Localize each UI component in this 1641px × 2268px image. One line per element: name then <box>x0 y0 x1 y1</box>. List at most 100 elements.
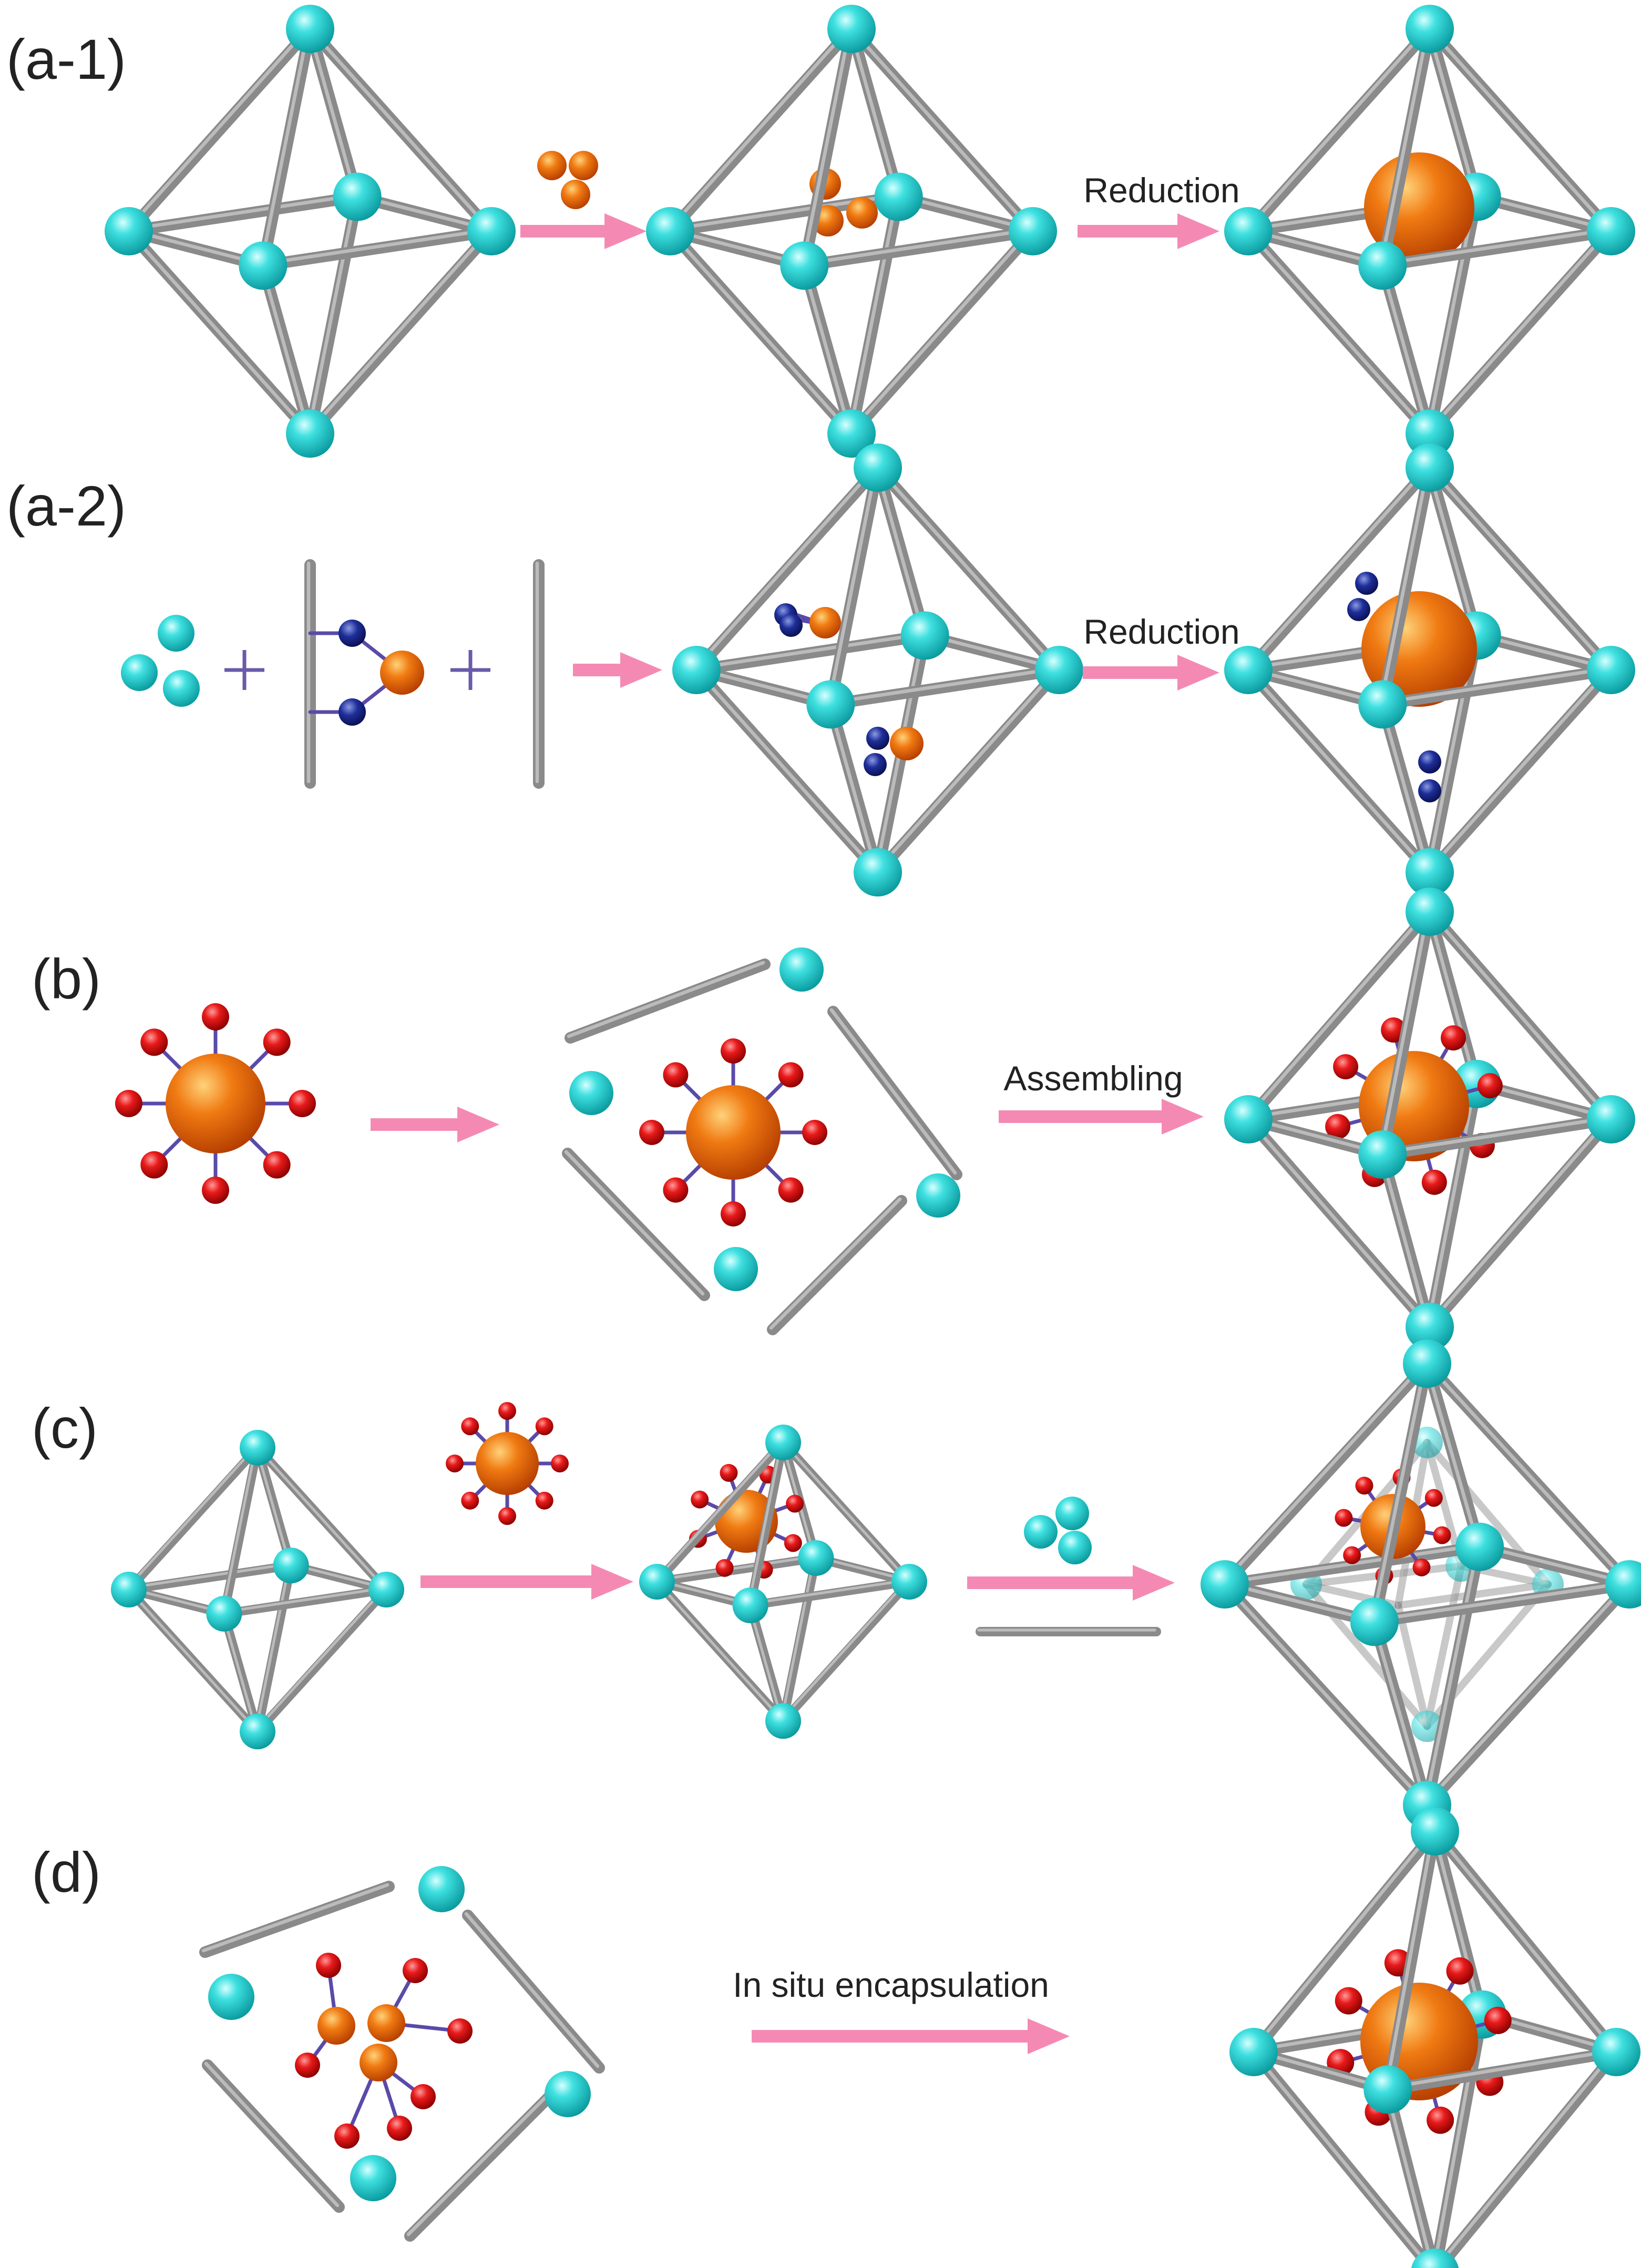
linker-rod-highlight <box>1245 666 1430 873</box>
linker-rod-highlight <box>1371 1618 1428 1806</box>
in-situ-encapsulation-label: In situ encapsulation <box>733 1965 1049 2004</box>
linker-rod-highlight <box>747 1439 783 1605</box>
linker-rod-highlight <box>125 193 358 232</box>
linker-rod <box>124 1561 296 1594</box>
linker-rod <box>253 1561 296 1736</box>
linker-rod-highlight <box>1426 666 1612 873</box>
ligand-oxygen-atom <box>461 1417 479 1436</box>
linker-rod <box>404 2088 558 2242</box>
linker-rod-highlight <box>801 25 852 266</box>
linker-rod <box>1377 906 1435 1161</box>
linker-rod-highlight <box>1431 1828 1617 2053</box>
ligand-oxygen-atom <box>1333 1054 1359 1079</box>
metal-node-sphere <box>646 207 694 255</box>
reaction-arrow <box>1083 655 1219 690</box>
ligand-oxygen-atom <box>1343 1546 1361 1564</box>
ligand-oxygen-atom <box>461 1491 479 1510</box>
octahedral-cage <box>105 5 516 458</box>
ligand-oxygen-atom <box>1325 1114 1351 1139</box>
linker-rod <box>691 462 884 676</box>
arrow-head <box>604 213 647 249</box>
metal-node-sphere <box>1406 848 1454 896</box>
linker-rod-highlight <box>306 25 492 232</box>
linker-rod-highlight <box>1426 25 1612 232</box>
linker-rod-highlight <box>1426 464 1477 636</box>
ligand-oxygen-atom <box>1335 1509 1353 1527</box>
ligand-oxygen-atom <box>202 1177 229 1204</box>
linker-rod-highlight <box>654 1439 783 1582</box>
disassembled-building-blocks <box>562 947 962 1335</box>
ligand-oxygen-atom <box>1433 1526 1451 1544</box>
arrow-shaft <box>520 225 610 238</box>
linker-rod-highlight <box>201 1883 389 1953</box>
panel-label-a1: (a-1) <box>6 27 126 91</box>
linker-rod <box>846 191 905 439</box>
metal-node-sphere <box>1224 646 1273 694</box>
linker-rod-highlight <box>126 1445 258 1590</box>
linker-rod <box>1421 1579 1635 1811</box>
metal-node-sphere <box>765 1425 801 1460</box>
metal-node-sphere <box>1201 1560 1249 1609</box>
linker-rod-highlight <box>1379 1151 1430 1327</box>
metal-precursor-ion <box>537 151 567 180</box>
ligand-oxygen-atom <box>498 1402 516 1420</box>
arrow-head <box>591 1564 633 1600</box>
linker-rod-highlight <box>666 25 852 232</box>
ligand-oxygen-atom <box>784 1534 802 1552</box>
ligand-oxygen-atom <box>721 1038 746 1064</box>
octahedral-cage <box>646 5 1057 458</box>
linker-rod-highlight <box>1371 1581 1630 1622</box>
metal-node-sphere <box>467 207 516 255</box>
linker-rod-highlight <box>1426 193 1477 434</box>
metal-node-sphere <box>105 207 153 255</box>
metal-node-sphere <box>732 1587 768 1624</box>
linker-rod-highlight <box>254 1562 291 1731</box>
linker-rod-highlight <box>221 1586 386 1614</box>
panel-label-c: (c) <box>32 1396 98 1460</box>
metal-node-sphere <box>916 1173 960 1218</box>
metal-node-sphere <box>1024 1515 1058 1549</box>
octahedral-cage <box>672 444 1083 896</box>
linker-rod <box>778 1553 820 1726</box>
linker-rod-highlight <box>848 25 899 197</box>
arrow-shaft <box>420 1575 597 1588</box>
metal-node-sphere <box>1350 1597 1399 1646</box>
linker-rod <box>1377 462 1435 710</box>
linker-rod <box>253 1585 391 1736</box>
disassembled-building-blocks <box>199 1866 605 2242</box>
linker-rod <box>798 23 857 272</box>
linker-rod-highlight <box>254 1445 291 1565</box>
linker-rod-highlight <box>827 464 878 705</box>
ligand-oxygen-atom <box>1446 1957 1474 1985</box>
linker-rod-highlight <box>769 1197 902 1330</box>
ligand-oxygen-atom <box>263 1028 291 1056</box>
arrow-shaft <box>371 1118 463 1131</box>
ligand-oxygen-atom <box>1412 1558 1431 1576</box>
linker-rod-highlight <box>848 193 899 434</box>
metal-node-sphere <box>806 680 855 729</box>
linker-rod-highlight <box>204 2061 340 2208</box>
linker-rod-highlight <box>1221 1581 1428 1806</box>
reaction-arrow <box>752 2018 1070 2054</box>
ligand-oxygen-atom <box>289 1090 316 1117</box>
linker-rod-highlight <box>1250 1828 1435 2053</box>
metal-node-sphere <box>1035 646 1083 694</box>
ligand-oxygen-atom <box>1427 2106 1454 2134</box>
metal-node-sphere <box>1406 409 1454 458</box>
ligand-oxygen-atom <box>263 1151 291 1179</box>
linker-rod-highlight <box>1245 25 1430 232</box>
linker-rod-highlight <box>1379 228 1612 266</box>
metal-precursor-ion <box>360 2044 397 2081</box>
metal-node-sphere <box>874 172 923 221</box>
linker-rod-highlight <box>1250 2048 1433 2268</box>
reaction-arrow <box>999 1099 1204 1135</box>
metal-precursor-ion <box>569 151 598 180</box>
linker-rod <box>199 1881 395 1958</box>
linker-rod-highlight <box>1426 228 1612 434</box>
linker-rod <box>304 225 497 439</box>
metal-node-sphere <box>206 1595 242 1632</box>
linker-rod-highlight <box>1221 1360 1428 1585</box>
ligand-oxygen-atom <box>1484 2006 1512 2034</box>
metal-node-sphere <box>1455 1522 1504 1571</box>
metal-node-sphere <box>854 848 902 896</box>
